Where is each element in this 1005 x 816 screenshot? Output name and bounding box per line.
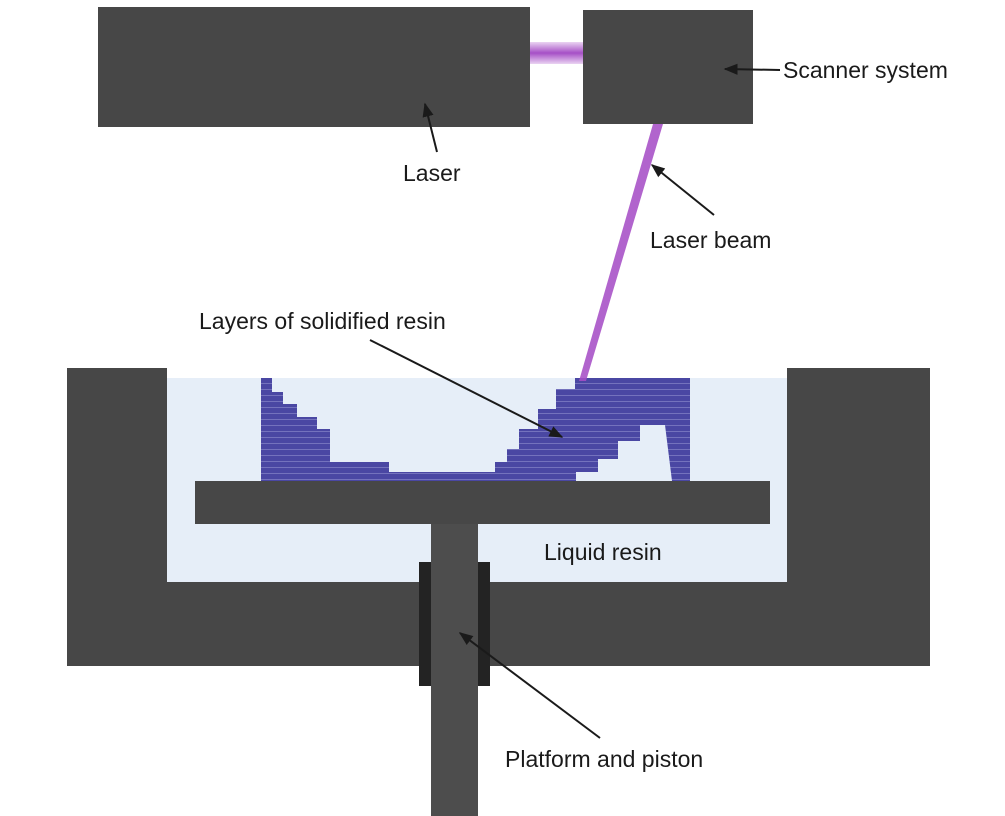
- laser-beam: [579, 124, 663, 381]
- piston-rod: [431, 520, 478, 816]
- solidified-resin-layers: [261, 378, 690, 481]
- laser-label: Laser: [403, 160, 461, 186]
- laser-leader: [422, 102, 438, 153]
- laser-beam-label: Laser beam: [650, 227, 771, 253]
- layers-leader: [369, 339, 564, 438]
- resin-vat: [67, 368, 930, 666]
- build-platform: [195, 481, 770, 524]
- laser-gap-beam: [530, 42, 583, 64]
- platform-leader: [458, 632, 601, 739]
- beam-leader: [650, 164, 715, 216]
- liquid-resin-label: Liquid resin: [544, 539, 662, 565]
- laser-source: [98, 7, 530, 127]
- solidified-resin-label: Layers of solidified resin: [199, 308, 446, 334]
- piston-guide-right: [478, 562, 490, 686]
- scanner-system: [583, 10, 753, 124]
- scanner-leader: [723, 63, 781, 75]
- scanner-system-label: Scanner system: [783, 57, 948, 83]
- piston-guide-left: [419, 562, 431, 686]
- platform-piston-label: Platform and piston: [505, 746, 703, 772]
